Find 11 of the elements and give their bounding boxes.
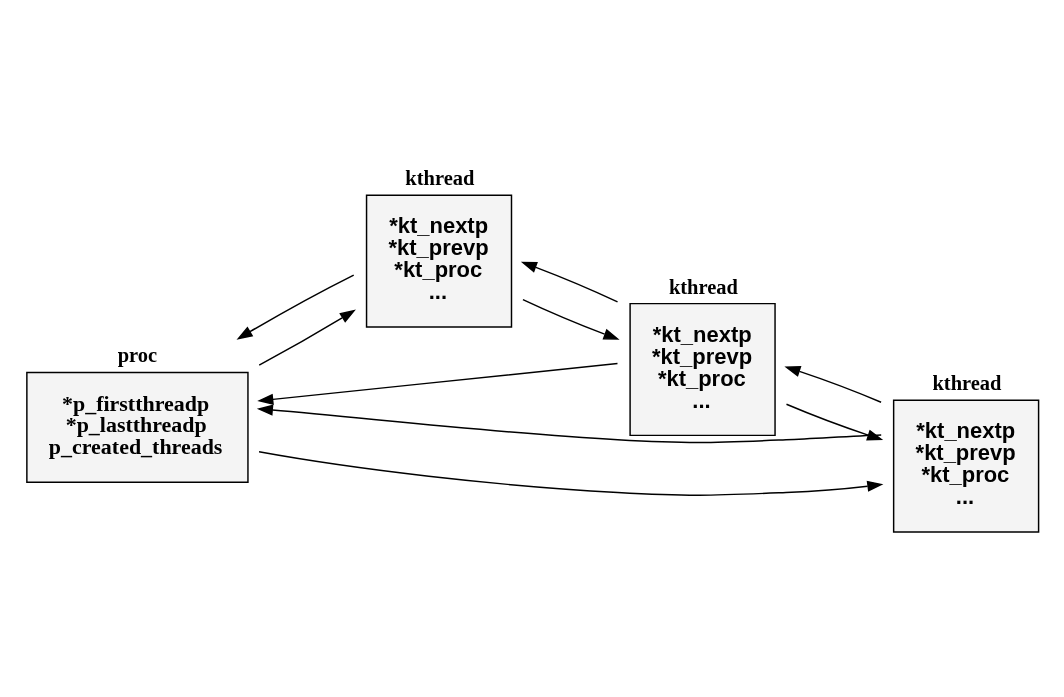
node-label: kthread [932,371,1002,394]
arrow [784,365,882,403]
node-label: proc [117,343,158,366]
arrow [236,273,355,340]
arrow [522,298,620,340]
node-label: kthread [405,166,475,189]
arrow [520,261,619,303]
arrow [257,362,619,405]
arrow [258,309,356,366]
arrow [258,450,884,496]
node-label: kthread [668,275,738,298]
